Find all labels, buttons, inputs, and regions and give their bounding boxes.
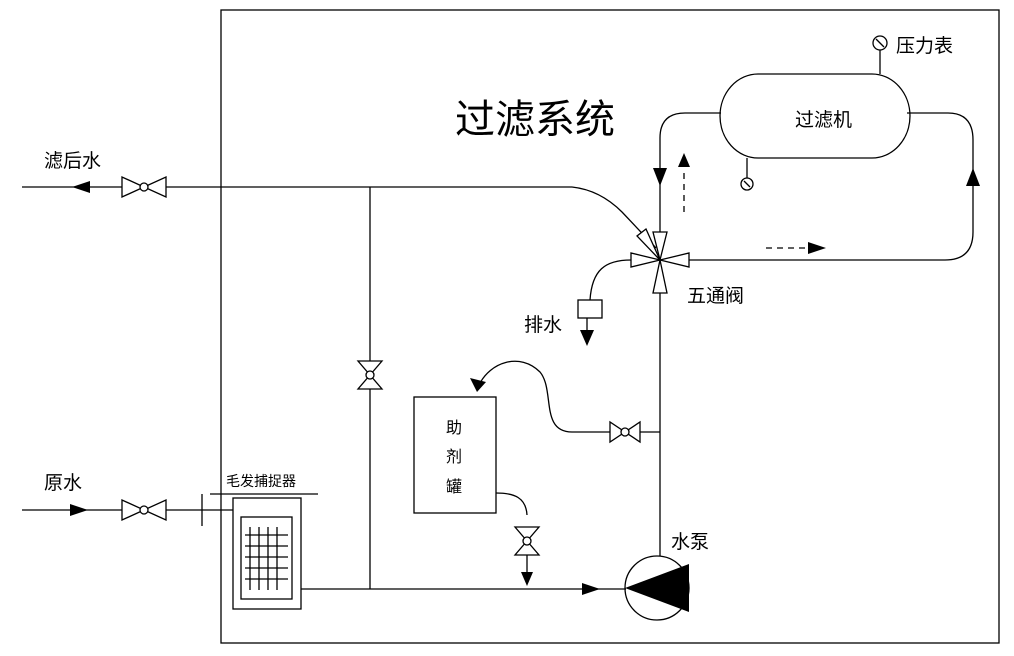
bypass-valve-icon: [356, 360, 384, 390]
system-boundary: [220, 9, 1000, 644]
filter-label: 过滤机: [795, 109, 852, 131]
feed-valve-icon: [609, 420, 641, 444]
filtered-water-label: 滤后水: [44, 150, 101, 172]
down-arrow-icon: [653, 168, 667, 186]
outlet-valve-icon: [121, 175, 167, 199]
suction-arrow-icon: [582, 583, 600, 595]
chemical-feed-line: [478, 360, 660, 433]
tank-outlet-valve-icon: [513, 526, 541, 556]
chemical-tank-label-1: 助: [446, 418, 462, 437]
chemical-tank-label-3: 罐: [446, 477, 462, 496]
pressure-gauge-label: 压力表: [896, 35, 953, 57]
inlet-valve-icon: [121, 498, 167, 522]
filter-vessel: [719, 73, 911, 159]
filter-return-line: [689, 112, 974, 261]
feed-arrow-icon: [470, 378, 486, 392]
filter-inlet-line: [659, 112, 721, 232]
inflow-arrow-icon: [70, 504, 88, 516]
tank-outlet-arrow-icon: [521, 572, 533, 586]
dashed-right-arrow-icon: [808, 242, 826, 254]
pressure-gauge-icon: [872, 35, 888, 51]
pump-icon: [624, 555, 690, 621]
drain-arrow-icon: [580, 330, 594, 346]
hair-catcher-label: 毛发捕捉器: [226, 474, 296, 490]
chemical-tank-label-2: 剂: [446, 447, 462, 466]
diagram-title: 过滤系统: [455, 97, 615, 143]
drain-line: [577, 259, 632, 330]
pump-label: 水泵: [671, 531, 709, 553]
raw-water-label: 原水: [44, 472, 82, 494]
outflow-arrow-icon: [72, 181, 90, 193]
hair-catcher: [210, 493, 318, 610]
dashed-up-arrow-icon: [678, 153, 690, 167]
up-arrow-icon: [966, 168, 980, 186]
chemical-tank: [413, 396, 497, 514]
bottom-gauge-icon: [740, 177, 754, 191]
drain-label: 排水: [524, 314, 562, 336]
tank-outlet-line: [495, 492, 528, 572]
five-way-valve-icon: [630, 227, 690, 294]
filtered-water-line: [22, 186, 657, 249]
strainer-mesh-icon: [245, 527, 288, 590]
five-way-valve-label: 五通阀: [687, 285, 744, 307]
